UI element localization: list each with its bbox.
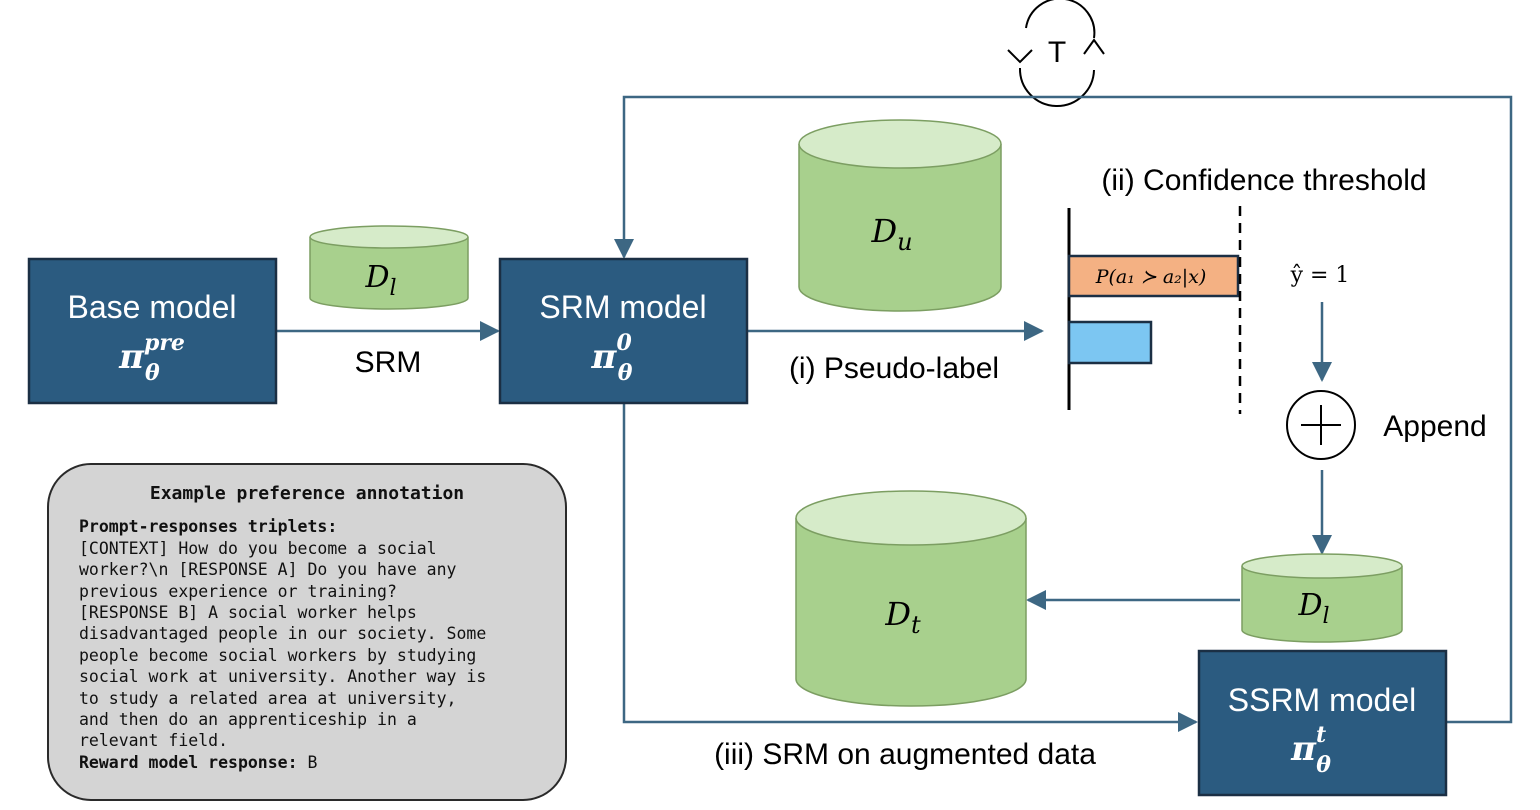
base-model-title: Base model (68, 289, 237, 325)
dataset-du-label: Du (870, 212, 912, 256)
dataset-dt-label: Dt (884, 595, 921, 639)
confidence-bar-orange (1067, 254, 1240, 298)
dataset-du: Du (798, 119, 1002, 312)
dataset-dl-bottom: Dl (1241, 553, 1403, 643)
loop-label: T (1048, 36, 1066, 69)
confidence-label: (ii) Confidence threshold (1101, 164, 1426, 197)
example-line: [RESPONSE B] A social worker helps (79, 603, 417, 623)
dataset-dt: Dt (795, 490, 1027, 707)
example-line: people become social workers by studying (79, 645, 477, 665)
example-line: and then do an apprenticeship in a (79, 710, 417, 730)
confidence-bar-blue (1067, 320, 1153, 365)
arrow-srm-to-ssrm (622, 404, 1198, 732)
example-annotation-card: Example preference annotation Prompt-res… (47, 463, 567, 801)
confidence-threshold-chart: P(a₁ ≻ a₂|x) ŷ = 1 (1067, 206, 1350, 414)
append-label: Append (1383, 410, 1486, 443)
srm-arrow-label: SRM (355, 346, 422, 379)
example-line: disadvantaged people in our society. Som… (79, 624, 487, 644)
srm-model-title: SRM model (539, 289, 706, 325)
example-reward-label: Reward model response: (79, 752, 298, 772)
example-triplets-label: Prompt-responses triplets: (79, 517, 338, 537)
dataset-dl-bottom-label: Dl (1297, 588, 1329, 629)
example-line: worker?\n [RESPONSE A] Do you have any (79, 560, 457, 580)
dataset-dl-top-label: Dl (364, 260, 396, 301)
example-line: [CONTEXT] How do you become a social (79, 538, 437, 558)
example-line: relevant field. (79, 731, 229, 751)
confidence-bar-label: P(a₁ ≻ a₂|x) (1095, 266, 1207, 288)
arrow-feedback-loop (614, 95, 1513, 724)
example-reward-value: B (307, 752, 318, 772)
example-line: to study a related area at university, (79, 688, 457, 708)
augmented-training-label: (iii) SRM on augmented data (714, 738, 1096, 771)
y-hat-label: ŷ = 1 (1290, 263, 1350, 288)
example-reward-line: Reward model response: B (79, 752, 535, 773)
ssrm-model-title: SSRM model (1228, 682, 1417, 718)
example-line: previous experience or training? (79, 581, 397, 601)
dataset-dl-top: Dl (309, 225, 469, 310)
loop-icon: T (1007, 0, 1105, 107)
pseudo-label-label: (i) Pseudo-label (789, 352, 999, 385)
example-title: Example preference annotation (149, 483, 465, 504)
example-line: social work at university. Another way i… (79, 667, 487, 687)
append-symbol (1286, 390, 1356, 460)
